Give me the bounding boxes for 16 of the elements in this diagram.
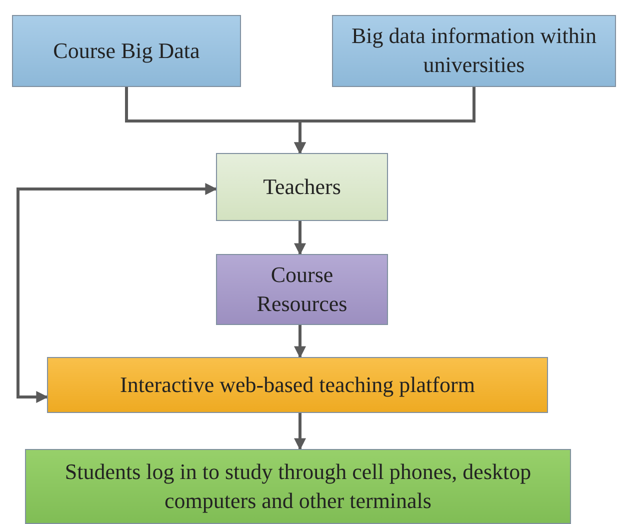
arrow <box>294 325 306 358</box>
node-label: Course Resources <box>256 260 348 318</box>
node-label: Big data information within universities <box>350 22 598 79</box>
platform-box <box>47 357 548 413</box>
node-label: Students log in to study through cell phones, desktop computers and other terminals <box>64 458 532 515</box>
arrow <box>16 183 218 403</box>
process-box <box>216 254 388 325</box>
node-label: Interactive web-based teaching platform <box>120 370 475 399</box>
arrow <box>294 221 306 256</box>
data-source-box <box>12 15 241 87</box>
node-label: Course Big Data <box>53 36 200 65</box>
process-box <box>216 153 388 221</box>
process-box <box>25 449 571 524</box>
data-source-box <box>332 15 616 87</box>
arrow <box>294 413 306 450</box>
node-label: Teachers <box>263 172 341 201</box>
